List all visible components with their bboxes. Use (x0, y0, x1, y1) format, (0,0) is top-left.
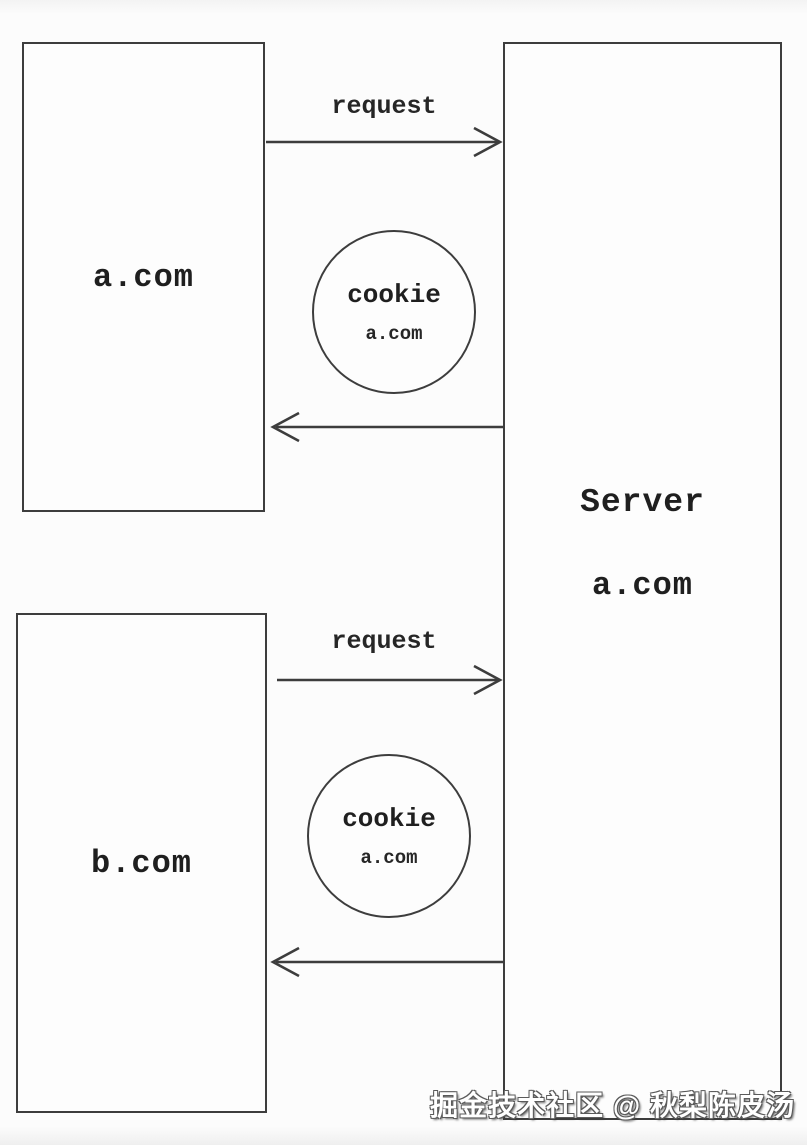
request-label-a: request (331, 92, 437, 121)
cookie-circle-a: cookie a.com (312, 230, 476, 394)
client-a-label: a.com (92, 258, 194, 296)
request-arrow-b (277, 664, 503, 696)
request-label-b: request (331, 627, 437, 656)
cookie-b-title: cookie (342, 803, 436, 834)
client-box-b: b.com (16, 613, 267, 1113)
request-arrow-a (266, 126, 503, 158)
server-text: Server a.com (505, 484, 780, 604)
watermark: 掘金技术社区 @ 秋梨陈皮汤 (430, 1090, 795, 1121)
cookie-circle-b: cookie a.com (307, 754, 471, 918)
cookie-a-domain: a.com (365, 322, 423, 345)
server-box: Server a.com (503, 42, 782, 1120)
client-b-label: b.com (90, 844, 192, 882)
cookie-a-title: cookie (347, 279, 441, 310)
client-box-a: a.com (22, 42, 265, 512)
server-subtitle: a.com (591, 567, 693, 604)
server-title: Server (580, 484, 705, 521)
response-arrow-a (270, 411, 503, 443)
cookie-b-domain: a.com (360, 846, 418, 869)
response-arrow-b (270, 946, 503, 978)
